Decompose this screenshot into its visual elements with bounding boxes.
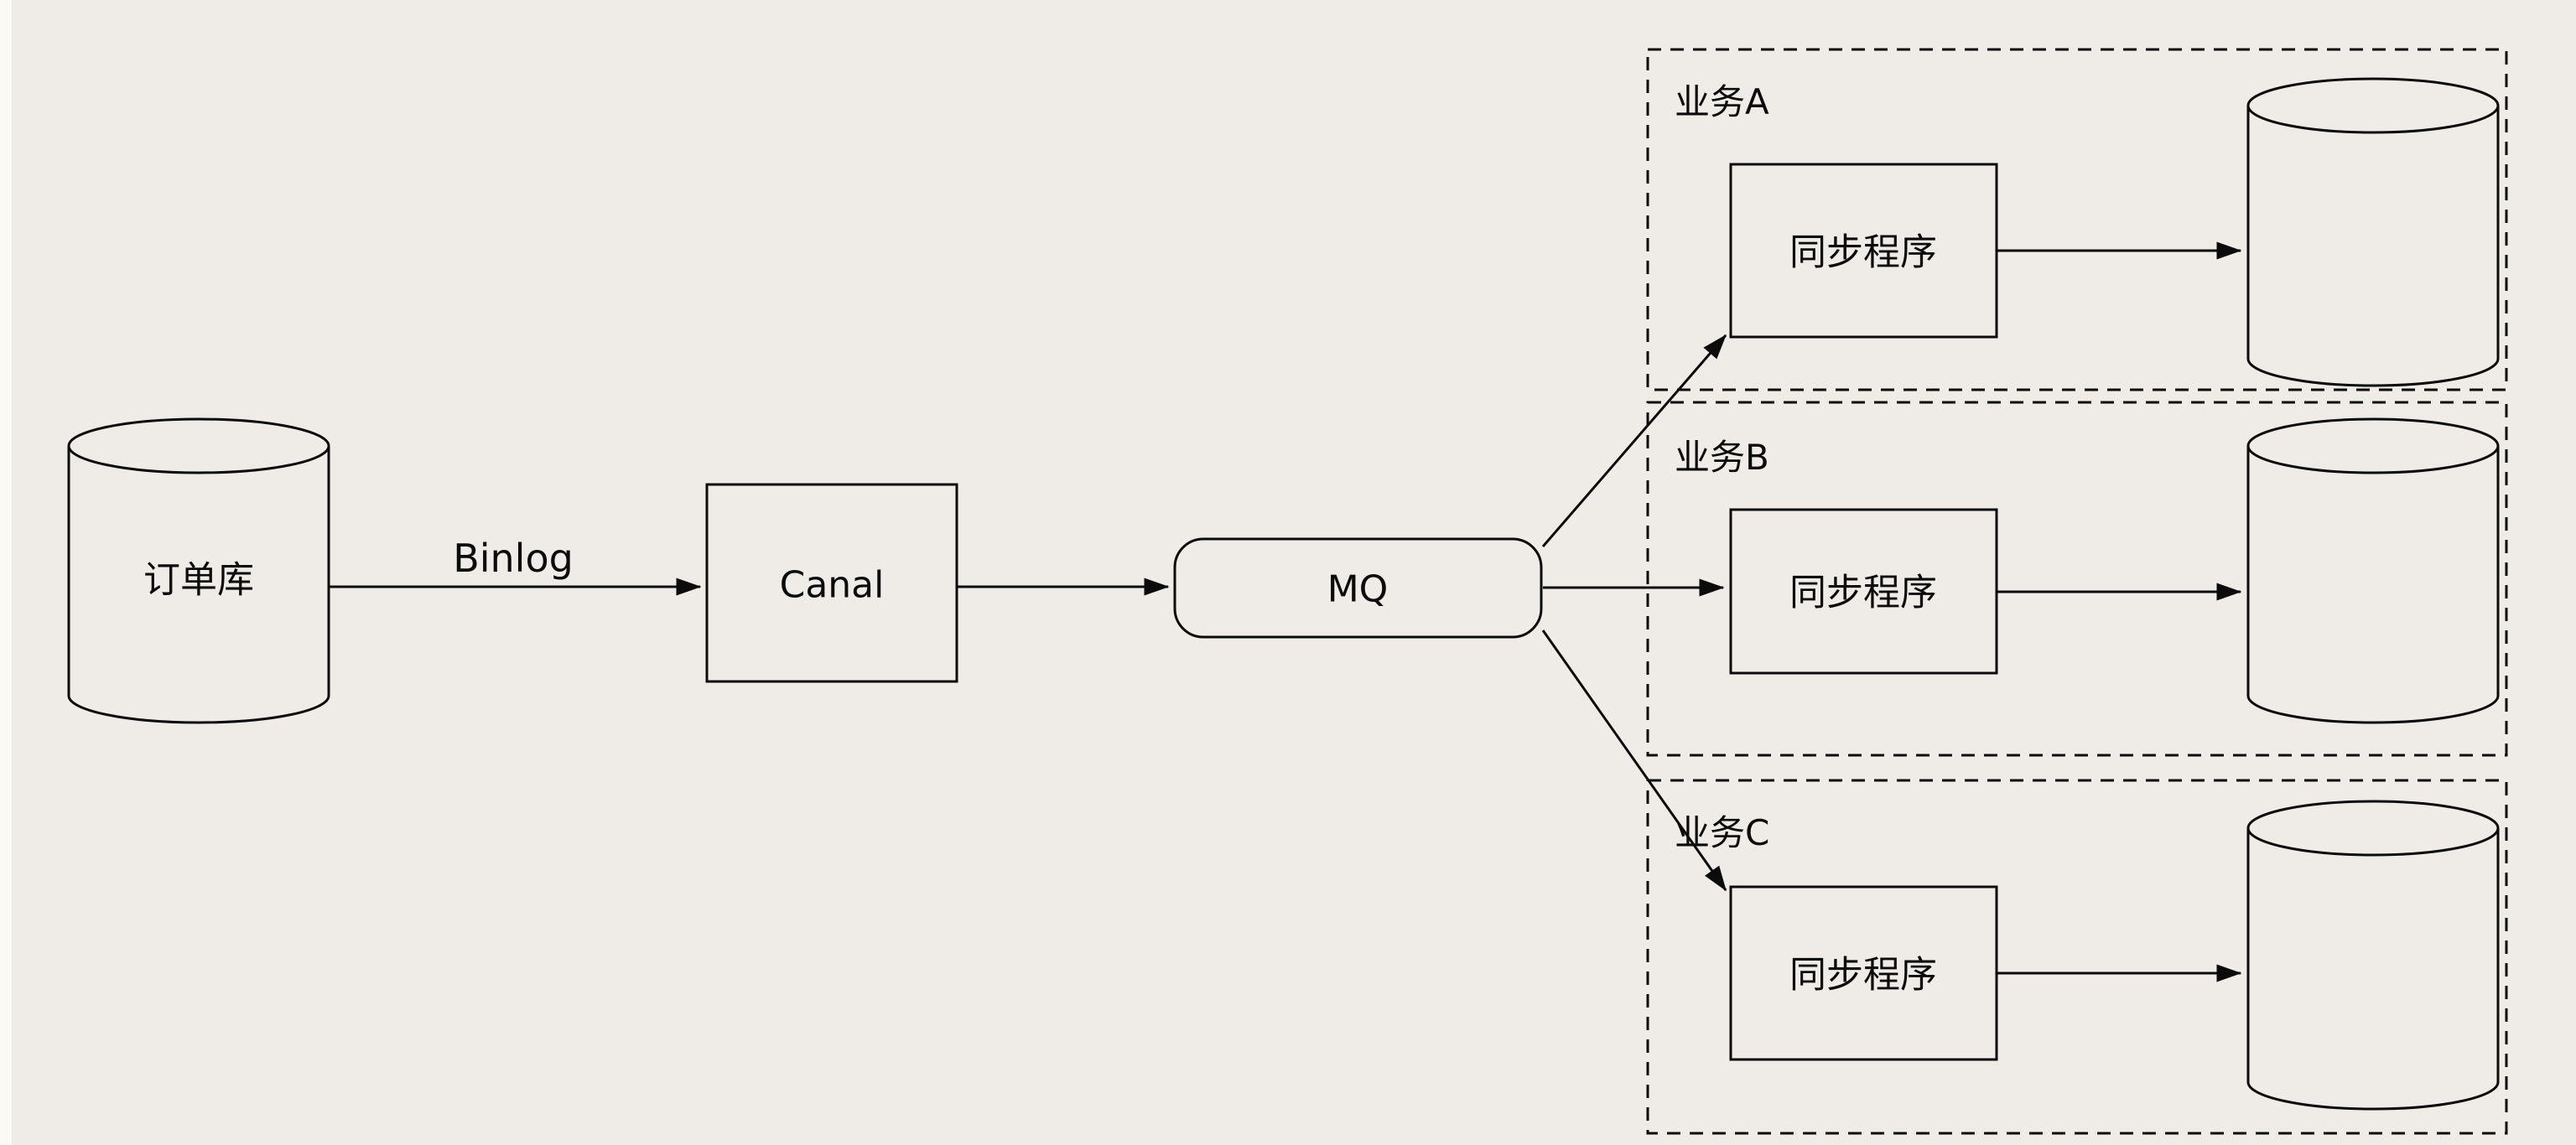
business-b-group: 业务B 同步程序 <box>1646 401 2508 757</box>
mq-label: MQ <box>1327 568 1389 611</box>
business-a-group: 业务A 同步程序 <box>1646 48 2508 391</box>
business-b-sync-label: 同步程序 <box>1789 572 1937 614</box>
business-a-sync-label: 同步程序 <box>1789 231 1937 274</box>
mq-to-business-a-arrow <box>1541 334 1727 547</box>
business-c-group-box <box>1646 779 2508 1135</box>
binlog-edge-label: Binlog <box>453 536 574 581</box>
canal-label: Canal <box>780 564 885 607</box>
business-a-group-box <box>1646 48 2508 391</box>
business-c-sync-label: 同步程序 <box>1789 954 1937 997</box>
source-db-cylinder: 订单库 <box>67 417 330 724</box>
source-db-label: 订单库 <box>143 559 254 602</box>
mq-to-business-c-arrow <box>1541 629 1727 892</box>
business-b-group-label: 业务B <box>1675 437 1769 478</box>
business-c-db-cylinder <box>2246 800 2500 1111</box>
canal-box: Canal <box>705 483 958 683</box>
business-c-group: 业务C 同步程序 <box>1646 779 2508 1135</box>
business-a-db-cylinder <box>2246 77 2500 387</box>
business-a-group-label: 业务A <box>1675 81 1769 122</box>
business-c-group-label: 业务C <box>1675 812 1769 853</box>
mq-box: MQ <box>1173 537 1543 639</box>
business-b-group-box <box>1646 401 2508 757</box>
business-b-db-cylinder <box>2246 417 2500 724</box>
left-edge-strip <box>0 0 12 1145</box>
